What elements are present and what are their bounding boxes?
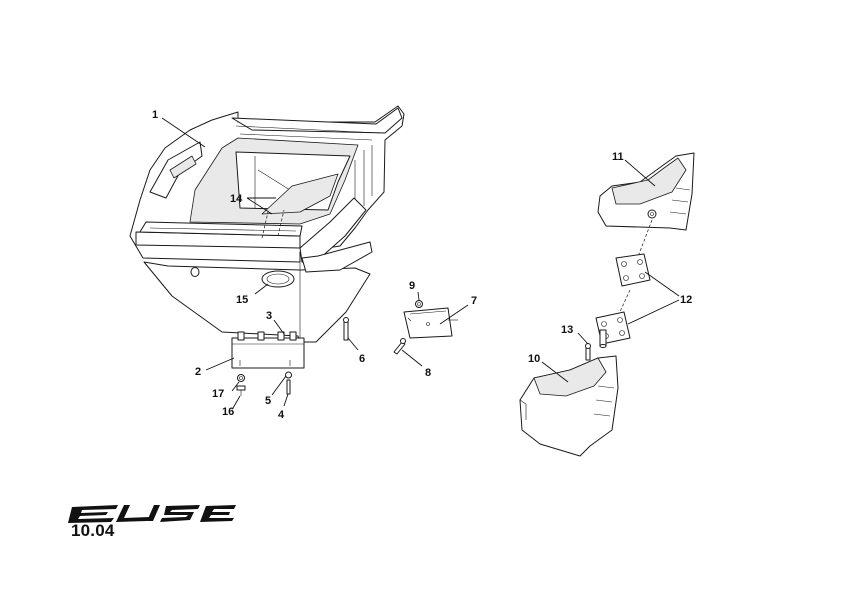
callout-16: 16 [222, 406, 234, 418]
fasteners-4-5-16-17 [236, 371, 292, 396]
part-12-lower-plate [595, 311, 631, 348]
callout-15: 15 [236, 294, 248, 306]
part-2-undertray [143, 241, 373, 369]
part-1-rear-tub [129, 105, 405, 263]
fastener-6 [343, 317, 349, 341]
elise-logo [68, 505, 236, 523]
callout-11: 11 [612, 151, 624, 163]
callout-3: 3 [266, 310, 272, 322]
callout-2: 2 [195, 366, 201, 378]
callout-13: 13 [561, 324, 573, 336]
callout-10: 10 [528, 353, 540, 365]
callout-7: 7 [471, 295, 477, 307]
callout-labels: 1 2 3 4 5 6 7 8 9 10 11 12 13 14 15 16 1… [152, 109, 692, 421]
callout-4: 4 [278, 409, 285, 421]
part-8-pin [393, 338, 406, 355]
part-10-lower-housing [519, 355, 619, 457]
part-12-upper-plate [615, 253, 651, 287]
section-code: 10.04 [71, 521, 115, 540]
part-11-upper-bracket [597, 152, 695, 231]
callout-6: 6 [359, 353, 365, 365]
callout-14: 14 [230, 193, 243, 205]
part-9-nut [415, 300, 423, 308]
callout-17: 17 [212, 388, 224, 400]
part-7-bracket [403, 307, 458, 339]
part-13-stud [585, 343, 591, 361]
leader-lines [161, 117, 680, 409]
callout-1: 1 [152, 109, 158, 121]
callout-8: 8 [425, 367, 431, 379]
callout-5: 5 [265, 395, 271, 407]
callout-9: 9 [409, 280, 415, 292]
callout-12: 12 [680, 294, 692, 306]
